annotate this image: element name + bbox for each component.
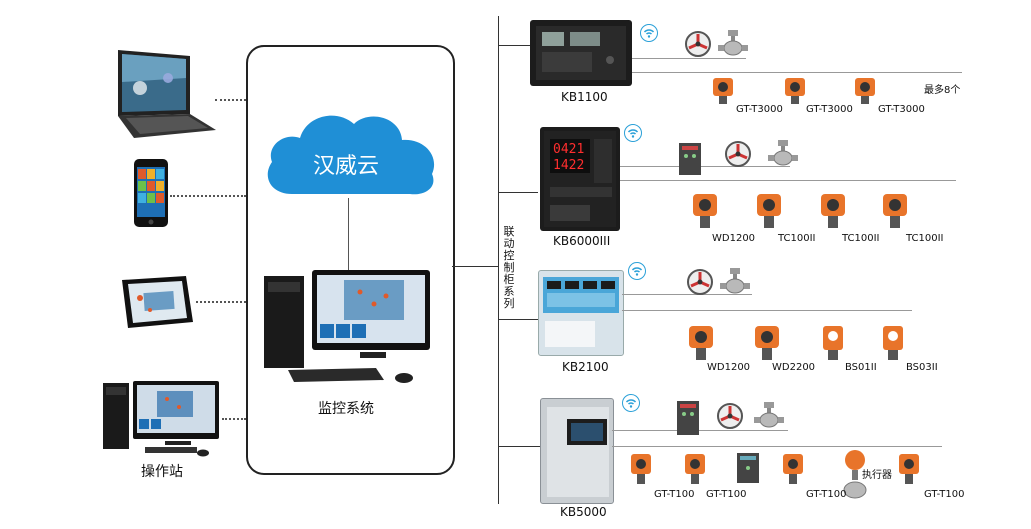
monitor-system-pc bbox=[264, 268, 432, 392]
gas-detector-icon bbox=[752, 322, 782, 362]
bus-to-kb2100 bbox=[498, 319, 538, 320]
row3-detector-label: BS03II bbox=[906, 362, 938, 373]
row2-detector-line bbox=[620, 180, 956, 181]
gas-detector-icon bbox=[818, 190, 848, 230]
gas-detector-icon bbox=[690, 190, 720, 230]
fan-icon bbox=[724, 140, 752, 168]
cloud-label: 汉威云 bbox=[313, 154, 380, 179]
gas-detector-icon bbox=[780, 452, 806, 486]
row1-detector-label: GT-T3000 bbox=[878, 104, 925, 115]
gas-detector-icon bbox=[682, 452, 708, 486]
bus-to-kb6000 bbox=[498, 192, 538, 193]
gas-detector-icon bbox=[852, 76, 878, 106]
kb6000-display-line1: 0421 bbox=[553, 142, 585, 157]
gas-detector-icon bbox=[820, 322, 846, 362]
kb5000-label: KB5000 bbox=[560, 505, 607, 519]
kb1100-label: KB1100 bbox=[561, 90, 608, 104]
control-module-icon bbox=[736, 452, 760, 484]
gas-detector-icon bbox=[754, 190, 784, 230]
gas-detector-icon bbox=[710, 76, 736, 106]
row3-fan-line bbox=[622, 294, 752, 295]
laptop-device bbox=[112, 48, 217, 140]
gas-detector-icon bbox=[880, 190, 910, 230]
row2-detector-label: TC100II bbox=[778, 233, 816, 244]
row3-detector-label: WD1200 bbox=[707, 362, 751, 373]
operator-station-label: 操作站 bbox=[141, 464, 183, 480]
row4-detector-label: GT-T100 bbox=[654, 489, 695, 500]
row4-detector-label: GT-T100 bbox=[924, 489, 965, 500]
wifi-icon bbox=[622, 394, 640, 412]
cloud-to-pc-line bbox=[348, 198, 349, 270]
row2-fan-line bbox=[620, 166, 790, 167]
wifi-icon bbox=[640, 24, 658, 42]
valve-icon bbox=[754, 400, 784, 430]
control-module-icon bbox=[676, 400, 700, 436]
actuator-icon bbox=[840, 448, 870, 502]
kb2100-controller bbox=[538, 270, 624, 356]
fan-icon bbox=[716, 402, 744, 430]
gas-detector-icon bbox=[880, 322, 906, 362]
row2-detector-label: WD1200 bbox=[712, 233, 756, 244]
gas-detector-icon bbox=[782, 76, 808, 106]
gas-detector-icon bbox=[896, 452, 922, 486]
row4-actuator-label: 执行器 bbox=[862, 470, 892, 481]
valve-icon bbox=[720, 266, 750, 296]
phone-device bbox=[133, 158, 169, 228]
row3-detector-label: WD2200 bbox=[772, 362, 816, 373]
valve-icon bbox=[768, 138, 798, 168]
control-module-icon bbox=[678, 142, 702, 176]
operator-station-link bbox=[222, 418, 246, 420]
row2-detector-label: TC100II bbox=[906, 233, 944, 244]
phone-link bbox=[170, 195, 246, 197]
row1-detector-label: GT-T3000 bbox=[806, 104, 853, 115]
row2-detector-label: TC100II bbox=[842, 233, 880, 244]
wifi-icon bbox=[624, 124, 642, 142]
kb5000-controller bbox=[540, 398, 614, 504]
fan-icon bbox=[684, 30, 712, 58]
tablet-device bbox=[120, 274, 195, 330]
bus-to-kb5000 bbox=[498, 446, 540, 447]
kb6000-controller bbox=[540, 127, 620, 231]
kb2100-label: KB2100 bbox=[562, 360, 609, 374]
row4-detector-line bbox=[612, 446, 942, 447]
row3-detector-line bbox=[622, 310, 912, 311]
row1-max-note: 最多8个 bbox=[924, 85, 961, 96]
main-bus-line bbox=[498, 16, 499, 504]
row3-detector-label: BS01II bbox=[845, 362, 877, 373]
frame-to-bus-line bbox=[452, 266, 498, 267]
wifi-icon bbox=[628, 262, 646, 280]
operator-station-pc bbox=[103, 377, 221, 461]
bus-to-kb1100 bbox=[498, 45, 530, 46]
row4-fan-line bbox=[612, 430, 788, 431]
monitor-system-frame bbox=[246, 45, 455, 475]
kb6000-display-line2: 1422 bbox=[553, 158, 585, 173]
tablet-link bbox=[196, 301, 246, 303]
row1-fan-line bbox=[632, 58, 746, 59]
gas-detector-icon bbox=[628, 452, 654, 486]
row4-detector-label: GT-T100 bbox=[806, 489, 847, 500]
row1-detector-line bbox=[632, 72, 962, 73]
laptop-link bbox=[215, 99, 246, 101]
kb1100-controller bbox=[530, 20, 632, 86]
control-cabinet-series-label: 联动控制柜系列 bbox=[503, 225, 515, 310]
valve-icon bbox=[718, 28, 748, 58]
row1-detector-label: GT-T3000 bbox=[736, 104, 783, 115]
monitor-system-label: 监控系统 bbox=[318, 401, 374, 417]
row4-detector-label: GT-T100 bbox=[706, 489, 747, 500]
fan-icon bbox=[686, 268, 714, 296]
gas-detector-icon bbox=[686, 322, 716, 362]
cloud-icon bbox=[262, 106, 440, 198]
kb6000-label: KB6000III bbox=[553, 234, 611, 248]
